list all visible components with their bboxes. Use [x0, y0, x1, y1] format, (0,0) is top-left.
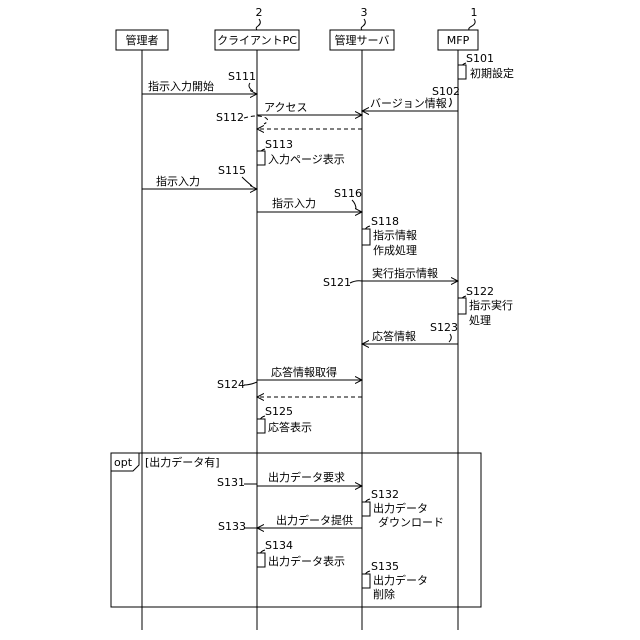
step-s121: 実行指示情報 S121 [323, 266, 458, 289]
step-s102: バージョン情報 S102 [362, 85, 460, 111]
step-s112: アクセス S112 [216, 101, 362, 129]
participant-server: 管理サーバ 3 [330, 6, 394, 50]
svg-text:S125: S125 [265, 405, 293, 418]
step-s125: S125 応答表示 [257, 405, 312, 434]
activation-box [257, 553, 265, 567]
message-label: 入力ページ表示 [268, 152, 345, 166]
step-s118: S118 指示情報 作成処理 [362, 215, 417, 257]
participant-label: クライアントPC [217, 34, 297, 47]
reference-leader [256, 19, 260, 30]
fragment-operator: opt [114, 456, 133, 469]
svg-text:S134: S134 [265, 539, 293, 552]
step-s124: 応答情報取得 S124 [217, 365, 362, 397]
message-label: 削除 [373, 587, 395, 601]
step-s122: S122 指示実行 処理 [458, 285, 513, 327]
activation-box [362, 502, 370, 516]
fragment-guard: [出力データ有] [145, 455, 220, 469]
step-s123: 応答情報 S123 [362, 321, 458, 344]
svg-text:S101: S101 [466, 52, 494, 65]
svg-text:S131: S131 [217, 476, 245, 489]
svg-text:S102: S102 [432, 85, 460, 98]
activation-box [362, 574, 370, 588]
svg-text:S133: S133 [218, 520, 246, 533]
activation-box [257, 151, 265, 165]
message-label: 指示実行 [469, 298, 513, 312]
participant-label: MFP [447, 34, 470, 47]
message-label: 指示入力開始 [148, 79, 214, 93]
step-s113: S113 入力ページ表示 [257, 138, 345, 166]
message-label: 指示入力 [272, 196, 316, 210]
step-s134: S134 出力データ表示 [257, 539, 345, 568]
svg-text:S124: S124 [217, 378, 245, 391]
participant-label: 管理サーバ [335, 33, 390, 47]
svg-text:S113: S113 [265, 138, 293, 151]
activation-box [257, 419, 265, 433]
svg-text:S116: S116 [334, 187, 362, 200]
message-label: 応答情報 [372, 329, 416, 343]
message-label: 出力データ要求 [268, 470, 345, 484]
message-label: 処理 [469, 314, 491, 327]
svg-text:S112: S112 [216, 111, 244, 124]
activation-box [362, 229, 370, 245]
step-s116: 指示入力 S116 [257, 187, 362, 212]
message-label: 初期設定 [470, 66, 514, 80]
message-label: ダウンロード [378, 515, 444, 529]
svg-text:S122: S122 [466, 285, 494, 298]
reference-number: 3 [361, 6, 368, 19]
reference-leader [361, 19, 365, 30]
message-label: 出力データ [373, 501, 428, 515]
message-label: アクセス [264, 101, 307, 114]
step-s111: 指示入力開始 S111 [142, 70, 257, 94]
message-label: 出力データ提供 [276, 513, 353, 527]
message-label: 出力データ [373, 573, 428, 587]
message-label: 応答情報取得 [271, 365, 337, 379]
svg-text:S115: S115 [218, 164, 246, 177]
step-s133: 出力データ提供 S133 [218, 513, 362, 533]
step-s115: 指示入力 S115 [142, 164, 257, 189]
step-s132: S132 出力データ ダウンロード [362, 488, 444, 529]
reference-leader [469, 19, 475, 30]
svg-text:S118: S118 [371, 215, 399, 228]
svg-text:S135: S135 [371, 560, 399, 573]
svg-text:S123: S123 [430, 321, 458, 334]
svg-text:S132: S132 [371, 488, 399, 501]
step-s135: S135 出力データ 削除 [362, 560, 428, 601]
step-s131: 出力データ要求 S131 [217, 470, 362, 489]
participant-admin: 管理者 [116, 30, 168, 50]
message-label: 作成処理 [373, 244, 417, 257]
message-label: 出力データ表示 [268, 554, 345, 568]
activation-box [458, 298, 466, 314]
step-s101: S101 初期設定 [458, 52, 514, 80]
svg-text:S121: S121 [323, 276, 351, 289]
participant-mfp: MFP 1 [438, 6, 478, 50]
activation-box [458, 65, 466, 79]
participant-client: クライアントPC 2 [215, 6, 299, 50]
participant-label: 管理者 [126, 33, 159, 47]
message-label: 指示情報 [373, 228, 417, 242]
svg-text:S111: S111 [228, 70, 256, 83]
message-label: 実行指示情報 [372, 266, 438, 280]
reference-number: 2 [256, 6, 263, 19]
message-label: バージョン情報 [370, 97, 447, 110]
message-label: 指示入力 [156, 174, 200, 188]
message-label: 応答表示 [268, 420, 312, 434]
reference-number: 1 [471, 6, 478, 19]
